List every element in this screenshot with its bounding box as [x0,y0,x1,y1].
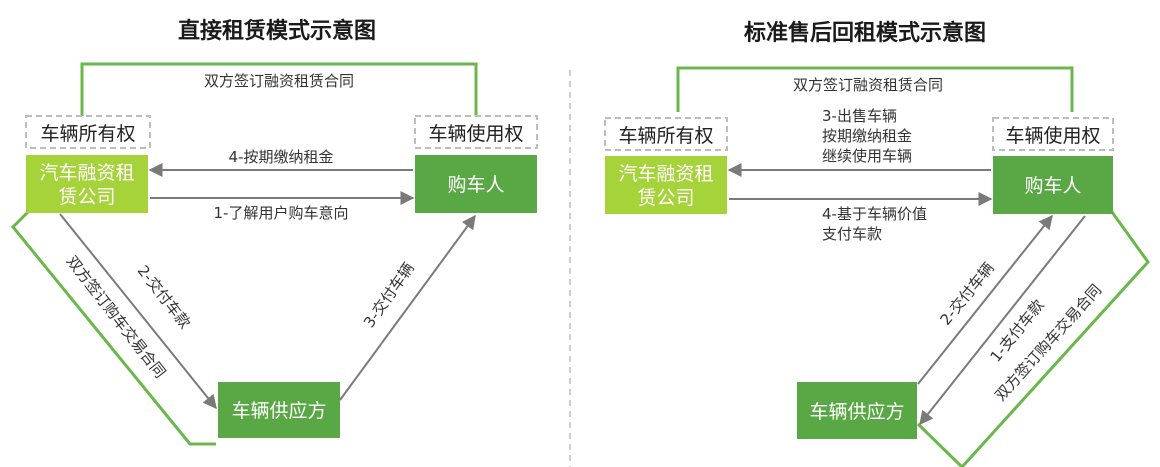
right-arrow-4-label-1: 4-基于车辆价值 [822,205,927,223]
left-side-contract-frame [10,210,216,446]
left-supplier-label: 车辆供应方 [231,400,326,422]
right-side-contract-frame [916,211,1150,467]
left-top-contract-label: 双方签订融资租赁合同 [204,72,354,90]
left-lessor-label-2: 赁公司 [58,186,115,208]
left-ownership-box [25,115,151,149]
right-lessor-label-1: 汽车融资租 [618,163,713,185]
right-ownership-label: 车辆所有权 [618,125,713,147]
left-supplier-box [218,382,340,438]
right-buyer-label: 购车人 [1024,175,1081,197]
right-lessor-label-2: 赁公司 [637,187,694,209]
left-buyer-label: 购车人 [447,174,504,196]
left-arrow-2-label: 2-交付车款 [134,262,194,332]
right-arrow-3-label-1: 3-出售车辆 [822,107,897,125]
left-usage-label: 车辆使用权 [428,123,523,145]
right-arrow-4-label-2: 支付车款 [822,225,882,243]
left-arrow-3-label: 3-交付车辆 [360,259,418,331]
left-arrow-2 [59,213,217,410]
left-top-contract-bracket [80,62,478,116]
right-lessor-box [605,156,727,214]
right-title: 标准售后回租模式示意图 [744,20,986,46]
left-usage-box [414,115,538,149]
left-buyer-box [415,155,537,213]
right-arrow-2 [917,214,1053,385]
right-diagram: 标准售后回租模式示意图 双方签订融资租赁合同 车辆所有权 车辆使用权 汽车融资租… [604,20,1150,467]
right-ownership-box [604,117,728,151]
right-arrow-3-label-2: 按期缴纳租金 [822,127,912,145]
right-supplier-box [797,382,917,439]
right-usage-label: 车辆使用权 [1005,125,1100,147]
right-supplier-label: 车辆供应方 [809,401,904,423]
left-ownership-label: 车辆所有权 [40,123,135,145]
left-diagram: 直接租赁模式示意图 双方签订融资租赁合同 车辆所有权 车辆使用权 汽车融资租 赁… [10,18,538,446]
left-lessor-box [26,155,148,213]
left-arrow-3 [339,214,476,401]
left-lessor-label-1: 汽车融资租 [39,162,134,184]
right-top-contract-bracket [676,66,1074,112]
left-arrow-1-label: 1-了解用户购车意向 [214,204,349,222]
right-arrow-1 [919,215,1086,426]
right-arrow-3-label-3: 继续使用车辆 [822,147,912,165]
left-title: 直接租赁模式示意图 [178,18,376,44]
right-arrow-2-label: 2-交付车辆 [937,259,998,329]
left-arrow-4-label: 4-按期缴纳租金 [229,148,334,166]
right-buyer-box [993,156,1113,214]
right-top-contract-label: 双方签订融资租赁合同 [793,76,943,94]
right-usage-box [992,117,1114,151]
